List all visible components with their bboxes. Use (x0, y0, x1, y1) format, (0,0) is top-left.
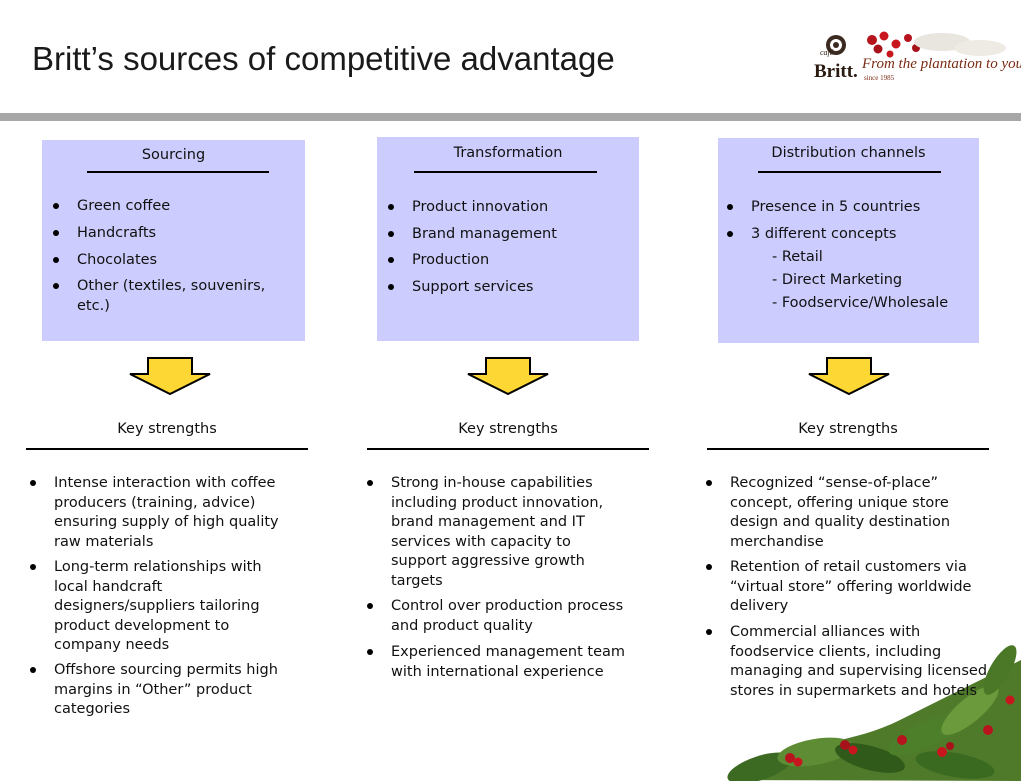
sub-list-item: - Direct Marketing (772, 272, 903, 288)
bullet-icon (367, 480, 373, 486)
coffee-foliage-icon (727, 645, 1021, 781)
coffee-beans-logo-icon (826, 31, 1006, 58)
bullet-icon (388, 284, 394, 290)
logo-brand: Britt. (814, 61, 858, 82)
bullet-icon (30, 667, 36, 673)
transformation-box: Transformation Product innovation Brand … (377, 137, 639, 341)
bullet-icon (706, 629, 712, 635)
logo-cafe: café (820, 48, 834, 57)
bullet-icon (706, 564, 712, 570)
bullet-icon (53, 203, 59, 209)
key-strengths-rule (367, 448, 649, 450)
bullet-icon (53, 230, 59, 236)
bullet-icon (30, 564, 36, 570)
distribution-box: Distribution channels Presence in 5 coun… (718, 138, 979, 343)
bullet-icon (388, 204, 394, 210)
bullet-icon (367, 603, 373, 609)
bullet-icon (388, 231, 394, 237)
down-arrow-icon (808, 357, 890, 396)
bullet-icon (727, 204, 733, 210)
key-strengths-rule (26, 448, 308, 450)
bullet-icon (53, 283, 59, 289)
bullet-icon (388, 257, 394, 263)
page-title: Britt’s sources of competitive advantage (32, 40, 615, 77)
sourcing-heading: Sourcing (141, 147, 206, 163)
transformation-heading: Transformation (453, 145, 563, 161)
down-arrow-icon (129, 357, 211, 396)
header-divider (0, 113, 1021, 121)
bullet-icon (727, 231, 733, 237)
sourcing-box: Sourcing Green coffee Handcrafts Chocola… (42, 140, 305, 341)
bullet-icon (367, 649, 373, 655)
bullet-icon (30, 480, 36, 486)
bullet-icon (53, 257, 59, 263)
distribution-heading: Distribution channels (771, 145, 926, 161)
sourcing-heading-rule (87, 171, 269, 173)
britt-logo: café Britt. From the plantation to your … (812, 30, 1021, 88)
bullet-icon (706, 480, 712, 486)
sub-list-item: - Retail (772, 249, 823, 265)
down-arrow-icon (467, 357, 549, 396)
transformation-heading-rule (414, 171, 597, 173)
logo-tagline: From the plantation to your cup! (862, 56, 1021, 72)
sub-list-item: - Foodservice/Wholesale (772, 295, 949, 311)
key-strengths-rule (707, 448, 989, 450)
distribution-heading-rule (758, 171, 941, 173)
key-strengths-heading: Key strengths (117, 421, 217, 437)
logo-since: since 1985 (864, 74, 895, 82)
key-strengths-heading: Key strengths (798, 421, 898, 437)
key-strengths-heading: Key strengths (458, 421, 558, 437)
